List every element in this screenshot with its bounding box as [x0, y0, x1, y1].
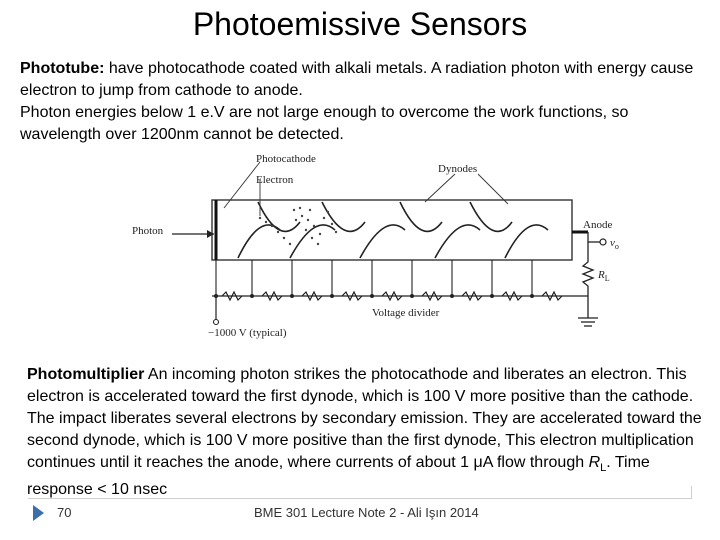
slide-title: Photoemissive Sensors	[192, 6, 528, 42]
tube-envelope	[211, 199, 573, 261]
dynode-8	[469, 201, 513, 233]
output-terminal	[599, 238, 607, 246]
dynode-5	[359, 224, 406, 259]
label-photocathode: Photocathode	[256, 153, 316, 165]
label-rl: RL	[597, 269, 610, 283]
photomultiplier-text-c: . Time response < 10 nsec	[27, 454, 650, 499]
electron-stream	[258, 206, 338, 246]
photomultiplier-diagram: Photocathode Electron Dynodes Photon Ano…	[110, 150, 645, 345]
rl-symbol: R	[588, 454, 601, 471]
footer-bullet-icon	[33, 505, 44, 521]
label-dynodes: Dynodes	[438, 163, 477, 175]
supply-terminal	[212, 318, 220, 326]
label-anode: Anode	[583, 219, 612, 231]
phototube-text-2: Photon energies below 1 e.V are not larg…	[20, 104, 629, 143]
tap-dots	[214, 294, 534, 298]
dynode-6	[399, 201, 443, 233]
label-photon: Photon	[132, 225, 164, 237]
label-voltage-divider: Voltage divider	[372, 307, 440, 319]
dynode-7	[434, 224, 481, 259]
slide-number: 70	[57, 505, 72, 520]
photomultiplier-text-b: A flow through	[482, 454, 589, 471]
dynode-9	[504, 224, 549, 259]
footer-text: BME 301 Lecture Note 2 - Ali Işın 2014	[254, 505, 479, 520]
footer-divider	[28, 486, 692, 499]
divider-taps	[215, 260, 533, 296]
phototube-description: have photocathode coated with alkali met…	[20, 60, 694, 99]
divider-resistors	[221, 290, 563, 302]
photon-arrowhead	[207, 230, 214, 238]
photomultiplier-svg: Photocathode Electron Dynodes Photon Ano…	[132, 153, 619, 339]
phototube-heading: Phototube:	[20, 60, 105, 77]
photomultiplier-heading: Photomultiplier	[27, 366, 145, 383]
rl-subscript: L	[600, 462, 607, 475]
dynode-4	[321, 201, 366, 233]
label-supply-voltage: −1000 V (typical)	[208, 327, 287, 339]
dynode-1	[237, 224, 281, 259]
label-vo: vo	[610, 237, 619, 251]
label-electron: Electron	[256, 174, 294, 186]
photomultiplier-paragraph: Photomultiplier An incoming photon strik…	[27, 364, 707, 501]
dynode-3	[289, 224, 336, 259]
mu-symbol: μ	[473, 454, 483, 471]
photomultiplier-text-a: An incoming photon strikes the photocath…	[27, 366, 702, 471]
phototube-text-1: Phototube: have photocathode coated with…	[20, 58, 710, 102]
phototube-paragraph: Phototube: have photocathode coated with…	[20, 58, 710, 146]
dynodes	[237, 201, 549, 259]
load-resistor	[581, 242, 595, 318]
dynode-2	[257, 201, 301, 233]
